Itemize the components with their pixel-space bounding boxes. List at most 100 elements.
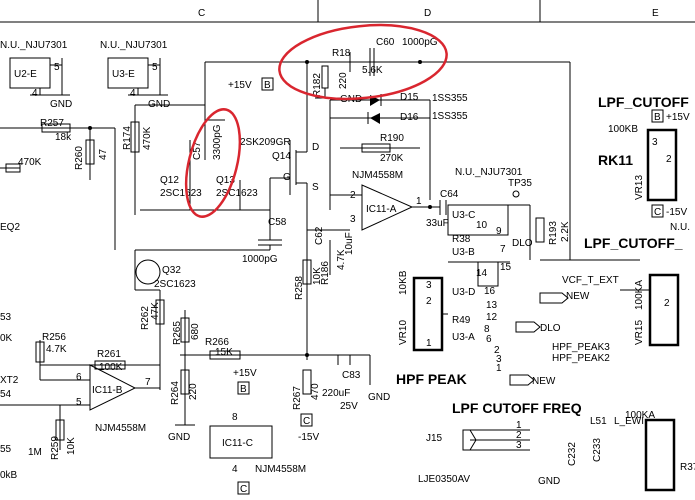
labels-p2: 2 bbox=[494, 345, 500, 356]
labels-c232: C232 bbox=[567, 442, 578, 466]
c60-ref: C60 bbox=[376, 37, 395, 48]
r18-ref: R18 bbox=[332, 48, 351, 59]
labels-p8: 8 bbox=[484, 324, 490, 335]
lpf-cutoff-title-1: LPF_CUTOFF bbox=[598, 94, 689, 110]
labels-j2: 2 bbox=[516, 430, 522, 441]
labels-pin3: 3 bbox=[652, 137, 658, 148]
labels-r186v: 4.7K bbox=[336, 249, 347, 270]
ics-pin7: 7 bbox=[145, 377, 151, 388]
labels-r190: R190 bbox=[380, 133, 404, 144]
labels-pin1: 1 bbox=[426, 338, 432, 349]
labels-gnd_top: GND bbox=[538, 476, 560, 487]
labels-l_ewi: L_EWI bbox=[614, 416, 644, 427]
njm-label-2: NJM4558M bbox=[352, 170, 403, 181]
labels-minus15b: -15V bbox=[666, 207, 687, 218]
labels-p12: 12 bbox=[486, 312, 498, 323]
u3e-label: U3-E bbox=[112, 69, 135, 80]
labels-c233: C233 bbox=[592, 438, 603, 462]
labels-eq2: EQ2 bbox=[0, 222, 20, 233]
labels-r256v: 4.7K bbox=[46, 344, 67, 355]
ics-pin3a: 3 bbox=[350, 214, 356, 225]
vr13-pot[interactable] bbox=[646, 128, 678, 202]
labels-p14: 14 bbox=[476, 268, 488, 279]
u3b-label: U3-B bbox=[452, 247, 475, 258]
labels-c58v: 1000pG bbox=[242, 254, 278, 265]
nu-label-1: N.U._NJU7301 bbox=[0, 40, 68, 51]
labels-vr15: VR15 bbox=[634, 320, 645, 345]
labels-b2: B bbox=[240, 384, 247, 395]
labels-new1: NEW bbox=[566, 291, 590, 302]
njm-label-1: NJM4558M bbox=[95, 423, 146, 434]
labels-r190v: 270K bbox=[380, 153, 404, 164]
ics-pin4c: 4 bbox=[232, 464, 238, 475]
labels-r262: R262 bbox=[140, 306, 151, 330]
labels-p15: 15 bbox=[500, 262, 512, 273]
labels-r257v: 18k bbox=[55, 132, 72, 143]
njm-label-3: NJM4558M bbox=[255, 464, 306, 475]
labels-d15: D15 bbox=[400, 92, 419, 103]
labels-c62: C62 bbox=[314, 226, 325, 245]
labels-r267v: 470 bbox=[310, 383, 321, 400]
labels-n1m: 1M bbox=[28, 447, 42, 458]
labels-n53: 53 bbox=[0, 312, 12, 323]
vr-lpf-freq-pot[interactable] bbox=[644, 418, 676, 492]
labels-d16v: 1SS355 bbox=[432, 111, 468, 122]
u2e-box bbox=[9, 57, 51, 89]
labels-r266: R266 bbox=[205, 337, 229, 348]
labels-lje: LJE0350AV bbox=[418, 474, 470, 485]
hpf-peak-title: HPF PEAK bbox=[396, 371, 467, 387]
labels-n0k: 0K bbox=[0, 333, 13, 344]
labels-new2: NEW bbox=[532, 376, 556, 387]
labels-n54: 54 bbox=[0, 389, 12, 400]
labels-p6: 6 bbox=[486, 334, 492, 345]
ic11b-label: IC11-B bbox=[92, 385, 123, 396]
labels-b3: B bbox=[654, 112, 661, 123]
labels-j15: J15 bbox=[426, 433, 443, 444]
labels-n0kb: 0kB bbox=[0, 470, 18, 481]
vr15-pot[interactable] bbox=[648, 273, 680, 347]
r182-ref: R182 bbox=[312, 73, 323, 97]
labels-c83v2: 25V bbox=[340, 401, 358, 412]
u3e-box bbox=[107, 57, 149, 89]
labels-r256: R256 bbox=[42, 332, 66, 343]
labels-d16: D16 bbox=[400, 112, 419, 123]
labels-vr15v: 100KA bbox=[634, 280, 645, 310]
labels-c58: C58 bbox=[268, 217, 287, 228]
labels-r186: R186 bbox=[320, 261, 331, 285]
u3c-label: U3-C bbox=[452, 210, 475, 221]
labels-q13: Q13 bbox=[216, 175, 235, 186]
labels-r265: R265 bbox=[172, 321, 183, 345]
nu-label-3: N.U._NJU7301 bbox=[455, 167, 523, 178]
labels-r265v: 680 bbox=[190, 323, 201, 340]
ics-pin8: 8 bbox=[232, 412, 238, 423]
labels-c83v: 220uF bbox=[322, 388, 350, 399]
labels-left470k: 470K bbox=[18, 157, 42, 168]
b-label: B bbox=[264, 80, 271, 91]
svg-text:D: D bbox=[312, 142, 319, 153]
grid-label-c: C bbox=[198, 8, 205, 19]
labels-pin2: 2 bbox=[426, 296, 432, 307]
labels-r259: R259 bbox=[50, 436, 61, 460]
u3d-label: U3-D bbox=[452, 287, 475, 298]
labels-p7: 7 bbox=[500, 244, 506, 255]
labels-c83: C83 bbox=[342, 370, 361, 381]
labels-vr13: VR13 bbox=[634, 175, 645, 200]
labels-hpfp3: HPF_PEAK3 bbox=[552, 342, 610, 353]
nu-label-2: N.U._NJU7301 bbox=[100, 40, 168, 51]
labels-p16: 16 bbox=[484, 286, 496, 297]
labels-plus15b: +15V bbox=[233, 368, 257, 379]
grid-label-e: E bbox=[652, 8, 659, 19]
ics-gnd1: GND bbox=[50, 99, 72, 110]
ics-pin6: 6 bbox=[76, 372, 82, 383]
labels-c64v: 33uF bbox=[426, 218, 449, 229]
labels-r261: R261 bbox=[97, 349, 121, 360]
labels-pin3: 3 bbox=[426, 280, 432, 291]
r18-value: 5.6K bbox=[362, 65, 383, 76]
labels-q13v: 2SC1623 bbox=[216, 188, 258, 199]
labels-plus15c: +15V bbox=[666, 112, 690, 123]
labels-r262v: 47K bbox=[150, 302, 161, 320]
labels-r258v: 10K bbox=[312, 267, 323, 285]
labels-vr10: VR10 bbox=[398, 320, 409, 345]
labels-r260v: 47 bbox=[98, 148, 109, 160]
